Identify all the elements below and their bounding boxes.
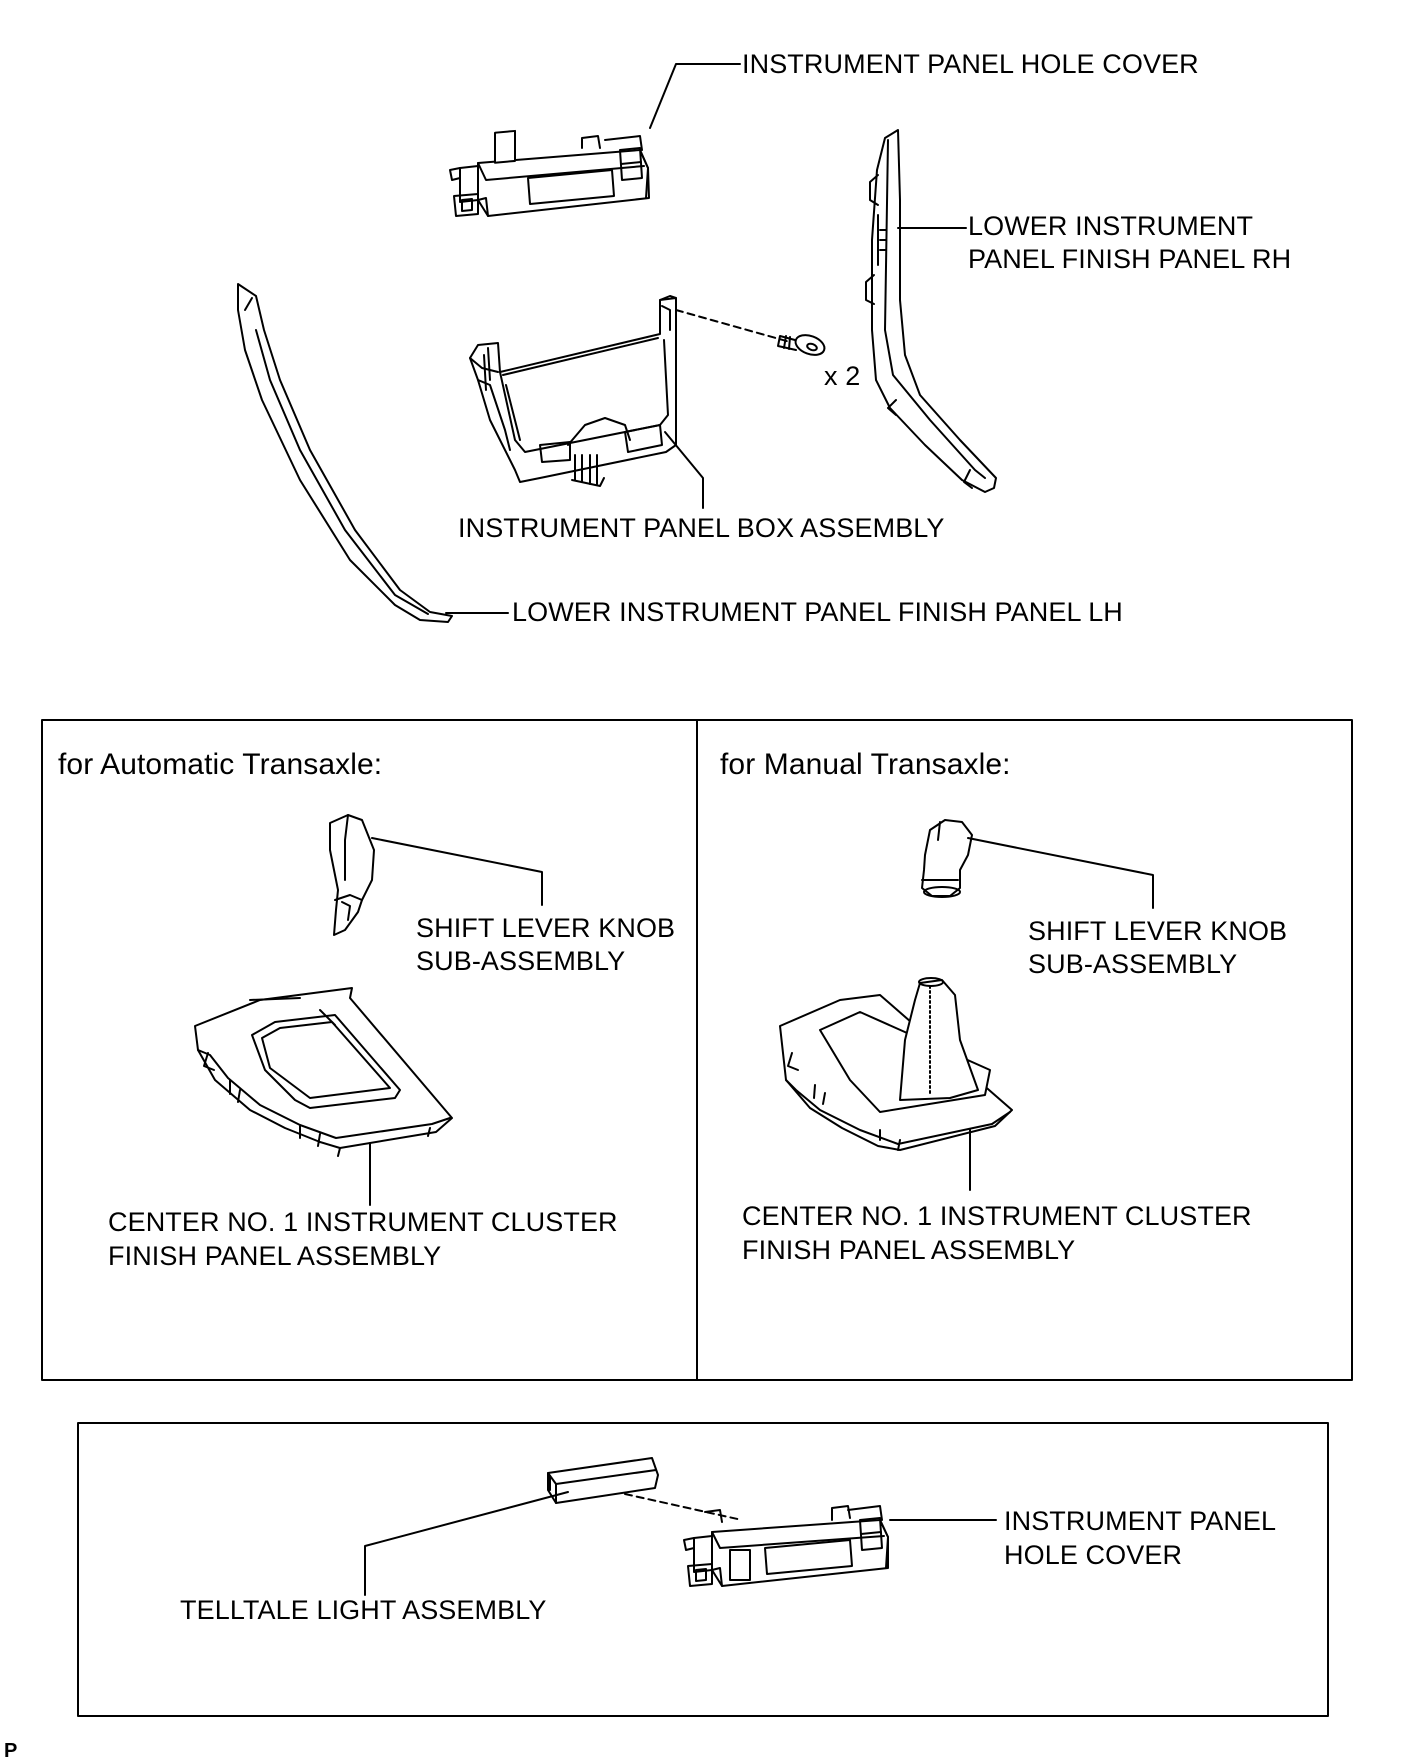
telltale-frame xyxy=(77,1422,1329,1717)
lower-finish-panel-lh-part xyxy=(237,283,453,623)
instrument-panel-box-part xyxy=(469,295,677,487)
leader-hole-cover-top xyxy=(649,63,741,129)
manual-console-panel-part xyxy=(779,977,1013,1151)
label-screw-qty: x 2 xyxy=(824,361,861,391)
telltale-light-label: TELLTALE LIGHT ASSEMBLY xyxy=(180,1595,547,1625)
auto-knob-label-line2: SUB-ASSEMBLY xyxy=(416,946,626,976)
telltale-dashed-line xyxy=(624,1493,743,1521)
manual-panel-label-line2: FINISH PANEL ASSEMBLY xyxy=(742,1235,1076,1265)
telltale-light-part xyxy=(547,1457,659,1504)
lower-finish-panel-rh-part xyxy=(865,129,997,493)
hole-cover-bottom-label-line1: INSTRUMENT PANEL xyxy=(1004,1506,1277,1536)
auto-panel-label-line1: CENTER NO. 1 INSTRUMENT CLUSTER xyxy=(108,1207,618,1237)
manual-panel-title: for Manual Transaxle: xyxy=(720,748,1011,781)
auto-console-panel-part xyxy=(194,987,453,1157)
automatic-panel-title: for Automatic Transaxle: xyxy=(58,748,383,781)
leader-manual-knob xyxy=(967,837,1154,909)
auto-knob-label-line1: SHIFT LEVER KNOB xyxy=(416,913,676,943)
leader-box-assembly xyxy=(664,431,704,509)
screw-dashed-line xyxy=(675,309,791,343)
label-box-assembly: INSTRUMENT PANEL BOX ASSEMBLY xyxy=(458,513,945,543)
manual-shift-knob-part xyxy=(921,819,973,898)
label-finish-panel-lh: LOWER INSTRUMENT PANEL FINISH PANEL LH xyxy=(512,597,1123,627)
instrument-panel-hole-cover-bottom-part xyxy=(683,1505,889,1587)
auto-panel-label-line2: FINISH PANEL ASSEMBLY xyxy=(108,1241,442,1271)
label-finish-panel-rh-line2: PANEL FINISH PANEL RH xyxy=(968,244,1292,274)
screw-part xyxy=(777,334,826,356)
leader-auto-knob xyxy=(371,837,543,906)
auto-shift-knob-part xyxy=(329,814,375,936)
manual-panel-label-line1: CENTER NO. 1 INSTRUMENT CLUSTER xyxy=(742,1201,1252,1231)
manual-knob-label-line1: SHIFT LEVER KNOB xyxy=(1028,916,1288,946)
leader-telltale xyxy=(364,1491,569,1596)
hole-cover-bottom-label-line2: HOLE COVER xyxy=(1004,1540,1183,1570)
label-finish-panel-rh-line1: LOWER INSTRUMENT xyxy=(968,211,1254,241)
instrument-panel-hole-cover-part xyxy=(449,129,650,217)
label-hole-cover-top: INSTRUMENT PANEL HOLE COVER xyxy=(742,49,1199,79)
manual-knob-label-line2: SUB-ASSEMBLY xyxy=(1028,949,1238,979)
figure-ref: P xyxy=(4,1740,18,1762)
